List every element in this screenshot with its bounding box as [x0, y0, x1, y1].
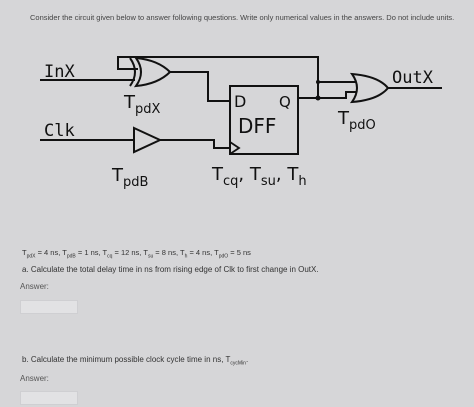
dff-d-label: D [234, 92, 246, 111]
q-wire [298, 91, 356, 99]
buffer-delay-label: TpdB [111, 165, 148, 190]
dff-q-label: Q [279, 93, 291, 111]
param-pdb: TpdB = 1 ns, [62, 248, 103, 260]
circuit-diagram: D Q DFF InX Clk OutX TpdX TpdB TpdO Tcq,… [40, 56, 442, 190]
dff-timing-label: Tcq, Tsu, Th [211, 164, 307, 189]
param-h: Th = 4 ns, [179, 248, 215, 260]
junction-dot [315, 95, 321, 101]
answer-a-input[interactable] [20, 300, 78, 314]
instruction-text: Consider the circuit given below to answ… [30, 13, 455, 22]
param-cq: Tcq = 12 ns, [102, 248, 144, 260]
junction-dot-2 [316, 80, 320, 84]
gate-o-delay-label: TpdO [337, 108, 376, 133]
param-pdo: TpdO = 5 ns [214, 248, 251, 260]
feedback-wire [117, 56, 319, 98]
dff-box [229, 85, 299, 155]
answer-b-input[interactable] [20, 391, 78, 405]
output-outx-label: OutX [392, 68, 434, 88]
dff-title: DFF [238, 114, 276, 138]
buffer-b-icon [133, 126, 163, 154]
input-inx-label: InX [44, 62, 75, 82]
clk-buffer-out [160, 139, 230, 149]
clock-edge-icon [229, 141, 241, 155]
param-pdx: TpdX = 4 ns, [22, 248, 63, 260]
xor-gate-x-icon [129, 56, 172, 88]
input-clk-label: Clk [44, 121, 75, 141]
question-a: a. Calculate the total delay time in ns … [22, 265, 319, 274]
param-su: Tsu = 8 ns, [143, 248, 180, 260]
d-wire [170, 71, 230, 102]
answer-a-label: Answer: [20, 282, 49, 291]
question-b: b. Calculate the minimum possible clock … [22, 355, 249, 367]
answer-b-label: Answer: [20, 374, 49, 383]
timing-parameters: TpdX = 4 ns, TpdB = 1 ns, Tcq = 12 ns, T… [22, 248, 251, 260]
gate-x-delay-label: TpdX [123, 92, 161, 117]
or-gate-o-icon [349, 72, 390, 104]
